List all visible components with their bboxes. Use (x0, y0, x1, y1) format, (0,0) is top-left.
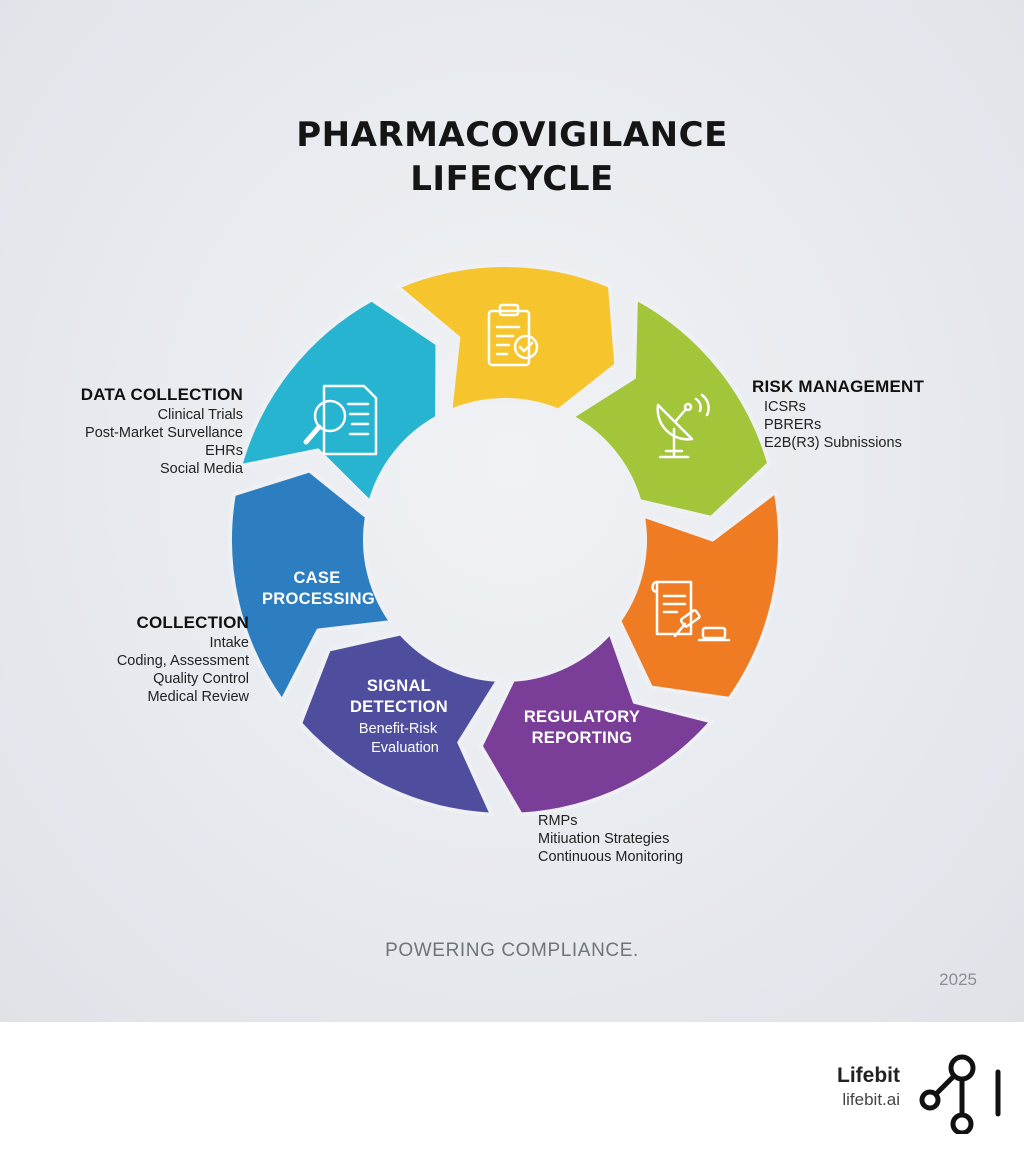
tagline: POWERING COMPLIANCE. (385, 940, 639, 961)
document-search-icon (303, 384, 378, 456)
signal-detection-label: SIGNAL DETECTION (349, 677, 449, 716)
title-line-2: LIFECYCLE (410, 159, 614, 199)
list-item: Quality Control (153, 671, 249, 687)
collection-heading: COLLECTION (136, 613, 249, 632)
clipboard-check-icon (487, 303, 539, 367)
data-collection-block: DATA COLLECTION Clinical Trials Post-Mar… (81, 384, 243, 478)
satellite-dish-icon (656, 393, 710, 459)
list-item: EHRs (205, 443, 243, 459)
list-item: E2B(R3) Subnissions (764, 435, 902, 451)
indigo-segment (298, 631, 501, 817)
list-item: Clinical Trials (157, 407, 243, 423)
list-item: PBRERs (764, 417, 822, 433)
list-item: Mitiuation Strategies (538, 831, 670, 847)
signal-detection-sub: Benefit-Risk Evaluation (358, 721, 439, 756)
footer-url[interactable]: lifebit.ai (842, 1090, 900, 1109)
collection-block: COLLECTION Intake Coding, Assessment Qua… (117, 612, 249, 706)
yellow-segment (395, 263, 619, 414)
list-item: ICSRs (764, 399, 806, 415)
teal-segment (238, 297, 440, 505)
case-processing-label: CASE PROCESSING (262, 569, 376, 608)
footer-brand-name: Lifebit (837, 1064, 900, 1087)
regulatory-reporting-label: REGULATORY REPORTING (523, 708, 641, 747)
data-collection-heading: DATA COLLECTION (80, 385, 243, 404)
year-label: 2025 (939, 970, 977, 989)
list-item: Intake (209, 635, 250, 651)
lifecycle-wheel (228, 263, 782, 817)
risk-management-heading: RISK MANAGEMENT (752, 377, 925, 396)
risk-management-block: RISK MANAGEMENT ICSRs PBRERs E2B(R3) Sub… (752, 376, 924, 452)
blue-segment (228, 468, 394, 704)
monitoring-block: RMPs Mitiuation Strategies Continuous Mo… (538, 812, 683, 866)
list-item: Post-Market Survellance (85, 425, 243, 441)
infographic-canvas: PHARMACOVIGILANCE LIFECYCLE (0, 0, 1024, 1022)
list-item: Coding, Assessment (116, 653, 249, 669)
purple-segment (478, 630, 714, 817)
list-item: RMPs (538, 813, 578, 829)
orange-segment (617, 489, 782, 701)
green-segment (569, 296, 772, 520)
title-line-1: PHARMACOVIGILANCE (296, 115, 728, 155)
list-item: Medical Review (147, 689, 249, 705)
lifebit-logo-icon (919, 1054, 1001, 1134)
legal-document-gavel-icon (651, 580, 731, 642)
list-item: Continuous Monitoring (538, 849, 684, 865)
list-item: Social Media (159, 461, 243, 477)
